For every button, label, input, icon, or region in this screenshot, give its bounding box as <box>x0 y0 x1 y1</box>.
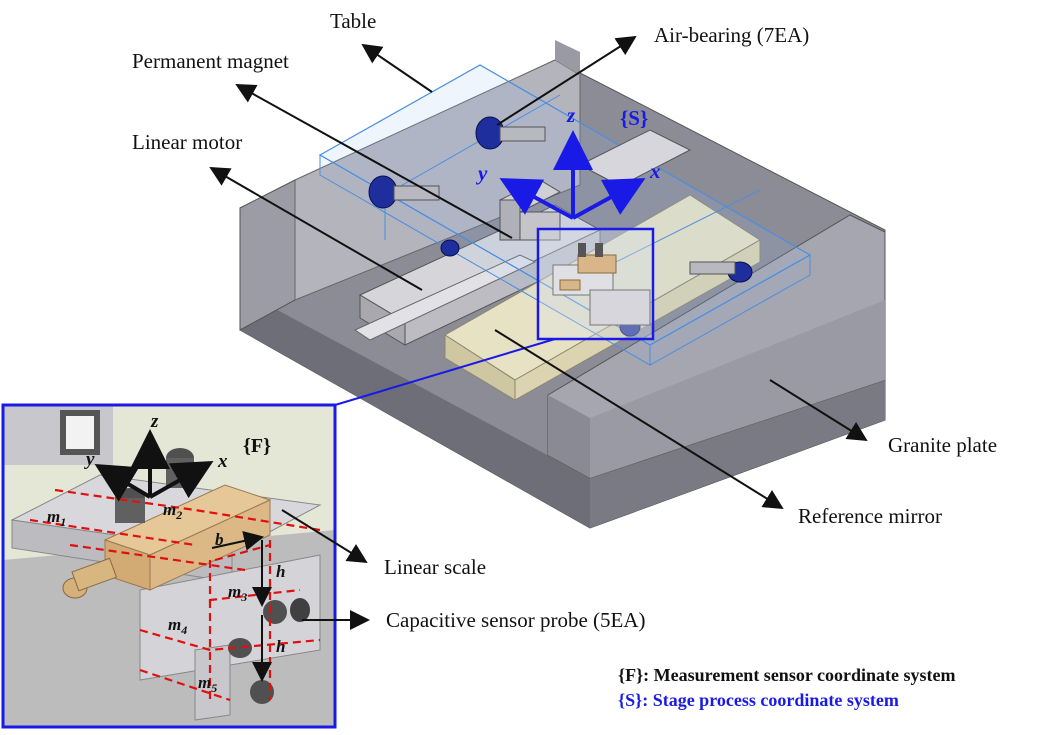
stage-axis-z-label: z <box>566 103 576 127</box>
legend-sensor-frame: {F}: Measurement sensor coordinate syste… <box>618 665 955 685</box>
stage-axis-x-label: x <box>649 159 661 183</box>
label-table: Table <box>330 9 376 33</box>
legend-stage-frame: {S}: Stage process coordinate system <box>618 690 899 710</box>
table <box>318 64 812 366</box>
sensor-axis-x-label: x <box>217 451 228 472</box>
label-permanent-magnet: Permanent magnet <box>132 49 289 73</box>
zoom-region <box>536 227 655 341</box>
sensor-axis-y-label: y <box>84 449 95 470</box>
label-linear-scale: Linear scale <box>384 555 486 579</box>
callout-arrows <box>209 35 868 630</box>
inset-connector-line <box>334 338 556 406</box>
inset-detail-view: z x y {F} m1 m2 m3 m4 m5 b h h <box>1 403 337 729</box>
label-capacitive-probe: Capacitive sensor probe (5EA) <box>386 608 646 632</box>
label-linear-motor: Linear motor <box>132 130 242 154</box>
dimension-label-b: b <box>215 530 224 549</box>
label-reference-mirror: Reference mirror <box>798 504 942 528</box>
label-air-bearing: Air-bearing (7EA) <box>654 23 809 47</box>
mass-label-m4: m4 <box>168 615 187 637</box>
stage-frame-label: {S} <box>620 106 648 130</box>
sensor-axis-z-label: z <box>150 411 159 432</box>
mass-label-m3: m3 <box>228 582 247 604</box>
mass-label-m2: m2 <box>163 500 182 522</box>
inset-border <box>1 403 337 729</box>
dimension-label-h-lower: h <box>276 637 285 656</box>
mass-label-m5: m5 <box>198 673 217 695</box>
stage-axis-y-label: y <box>475 161 488 185</box>
label-granite-plate: Granite plate <box>888 433 997 457</box>
stage-coordinate-axes: z x y {S} <box>475 103 661 220</box>
sensor-coordinate-axes: z x y {F} <box>84 411 271 502</box>
mass-label-m1: m1 <box>47 507 66 529</box>
sensor-frame-label: {F} <box>243 435 271 457</box>
dimension-label-h-upper: h <box>276 562 285 581</box>
